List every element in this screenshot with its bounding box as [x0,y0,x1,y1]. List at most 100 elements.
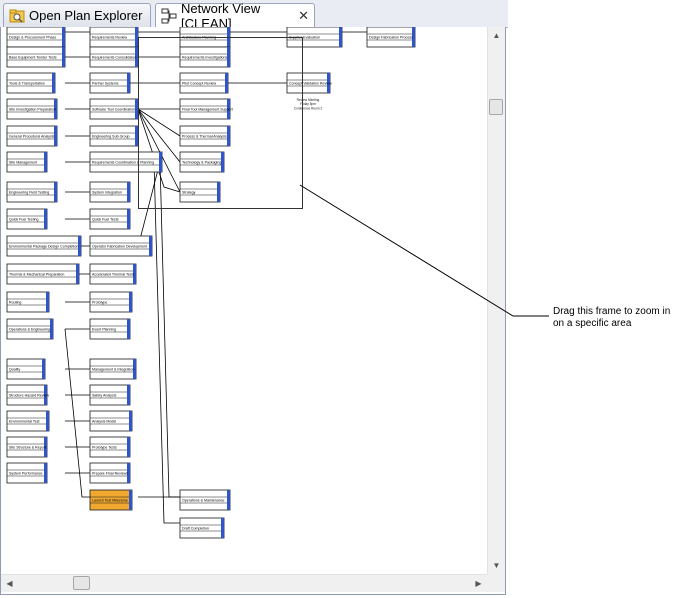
activity-label: Requirements Consolidated [92,56,136,60]
progress-bar-marker [135,99,138,119]
activity-node[interactable]: Requirements Consolidated [89,46,139,68]
activity-node[interactable]: Quality [6,358,46,380]
activity-label: Engineering Field Testing [9,191,49,195]
activity-node[interactable]: Operations & Maintenance [179,489,231,511]
horizontal-scroll-thumb[interactable] [73,576,90,590]
activity-node[interactable]: Prototype Tests [89,436,131,458]
progress-bar-marker [52,73,55,93]
activity-label: Prototype [92,301,107,305]
activity-label: Site Management [9,161,37,165]
network-view-icon [161,8,177,24]
activity-node[interactable]: System Integration [89,181,131,203]
dependency-link [137,161,161,248]
activity-node[interactable]: Design Fabrication Process [366,27,416,48]
activity-node[interactable]: Supplier Evaluation [286,27,343,48]
activity-node[interactable]: Technology & Packaging [179,151,225,173]
tab-open-plan-explorer[interactable]: Open Plan Explorer [3,3,151,27]
progress-bar-marker [133,359,136,379]
progress-bar-marker [44,209,47,229]
activity-label: Quick Fuel Tests [92,218,119,222]
activity-node[interactable]: Safety Analysis [89,384,131,406]
dependency-link [64,328,90,498]
activity-node[interactable]: Base Equipment Tender Tests [6,46,66,68]
activity-node[interactable]: Pilot Concept Review [179,72,229,94]
activity-node[interactable]: Tools & Transportation [6,72,56,94]
activity-label: Thermal & Mechanical Preparation [9,273,64,277]
activity-label: Design Fabrication Process [369,36,413,40]
activity-node[interactable]: Launch Test Milestone [89,489,133,511]
scroll-left-arrow-icon[interactable]: ◀ [6,579,13,588]
activity-node[interactable]: Strategy [179,181,221,203]
activity-node[interactable]: Engineering Field Testing [6,181,58,203]
progress-bar-marker [227,47,230,67]
progress-bar-marker [227,490,230,510]
progress-bar-marker [221,152,224,172]
horizontal-scrollbar[interactable]: ◀ ▶ [1,574,487,592]
activity-node[interactable]: Process & Thermal Analysis [179,125,231,147]
activity-node[interactable]: Operator Fabrication Development [89,235,153,257]
scroll-right-arrow-icon[interactable]: ▶ [475,579,482,588]
progress-bar-marker [127,463,130,483]
activity-node[interactable]: Prepare Final Reviews [89,462,131,484]
progress-bar-marker [127,209,130,229]
progress-bar-marker [44,152,47,172]
activity-node[interactable]: Site Structure & Report [6,436,48,458]
activity-label: Environmental Package Design Completion [9,245,78,249]
activity-node[interactable]: Engineering Sub Group [89,125,139,147]
activity-label: System Integration [92,191,122,195]
activity-node[interactable]: Management & Integration [89,358,137,380]
activity-node[interactable]: Environmental Test [6,410,50,432]
activity-node[interactable]: Routing [6,291,50,313]
scroll-down-arrow-icon[interactable]: ▼ [492,561,501,570]
activity-node[interactable]: Thermal & Mechanical Preparation [6,263,80,285]
activity-node[interactable]: Quick Fuel Testing [6,208,48,230]
activity-node[interactable]: Site Investigation Preparation [6,98,58,120]
progress-bar-marker [44,385,47,405]
activity-node[interactable]: Accelerated Thermal Tests [89,263,137,285]
progress-bar-marker [76,264,79,284]
activity-node[interactable]: Analysis Model [89,410,133,432]
progress-bar-marker [133,264,136,284]
scroll-up-arrow-icon[interactable]: ▲ [492,31,501,40]
activity-node[interactable]: Quick Fuel Tests [89,208,131,230]
activity-label: Accelerated Thermal Tests [92,273,135,277]
activity-label: Structure Hazard Review [9,394,49,398]
activity-node[interactable]: Partner Systems [89,72,131,94]
activity-node[interactable]: Structure Hazard Review [6,384,49,406]
activity-label: Engineering Sub Group [92,135,130,139]
progress-bar-marker [327,73,330,93]
activity-node[interactable]: Operations & Engineering [6,318,54,340]
activity-node[interactable]: Event Planning [89,318,131,340]
activity-node[interactable]: Environmental Package Design Completion [6,235,82,257]
activity-node[interactable]: Draft Completion [179,517,225,539]
activity-node[interactable]: Concept Validation Review [286,72,332,94]
close-tab-icon[interactable]: ✕ [298,8,309,23]
progress-bar-marker [129,411,132,431]
activity-label: Design & Procurement Phase [9,36,56,40]
progress-bar-marker [44,437,47,457]
activity-node[interactable]: Requirements Investigations [179,46,231,68]
activity-node[interactable]: Design & Procurement Phase [6,27,66,48]
progress-bar-marker [62,47,65,67]
dependency-link [137,108,181,163]
vertical-scroll-thumb[interactable] [489,99,503,115]
activity-node[interactable]: Final Tool Management Support [179,98,233,120]
activity-label: Environmental Test [9,420,40,424]
activity-label: Final Tool Management Support [182,108,233,112]
zoom-frame[interactable] [138,37,303,209]
activity-node[interactable]: System Performance [6,462,48,484]
activity-node[interactable]: Site Management [6,151,48,173]
activity-label: Operator Fabrication Development [92,245,147,249]
activity-label: Routing [9,301,21,305]
activity-node[interactable]: General Procedural Analysis [6,125,58,147]
activity-node[interactable]: Prototype [89,291,133,313]
activity-label: Prototype Tests [92,446,117,450]
activity-label: System Performance [9,472,43,476]
progress-bar-marker [221,518,224,538]
activity-node[interactable]: Requirements Coordination & Planning [89,151,163,173]
progress-bar-marker [46,411,49,431]
progress-bar-marker [159,152,162,172]
